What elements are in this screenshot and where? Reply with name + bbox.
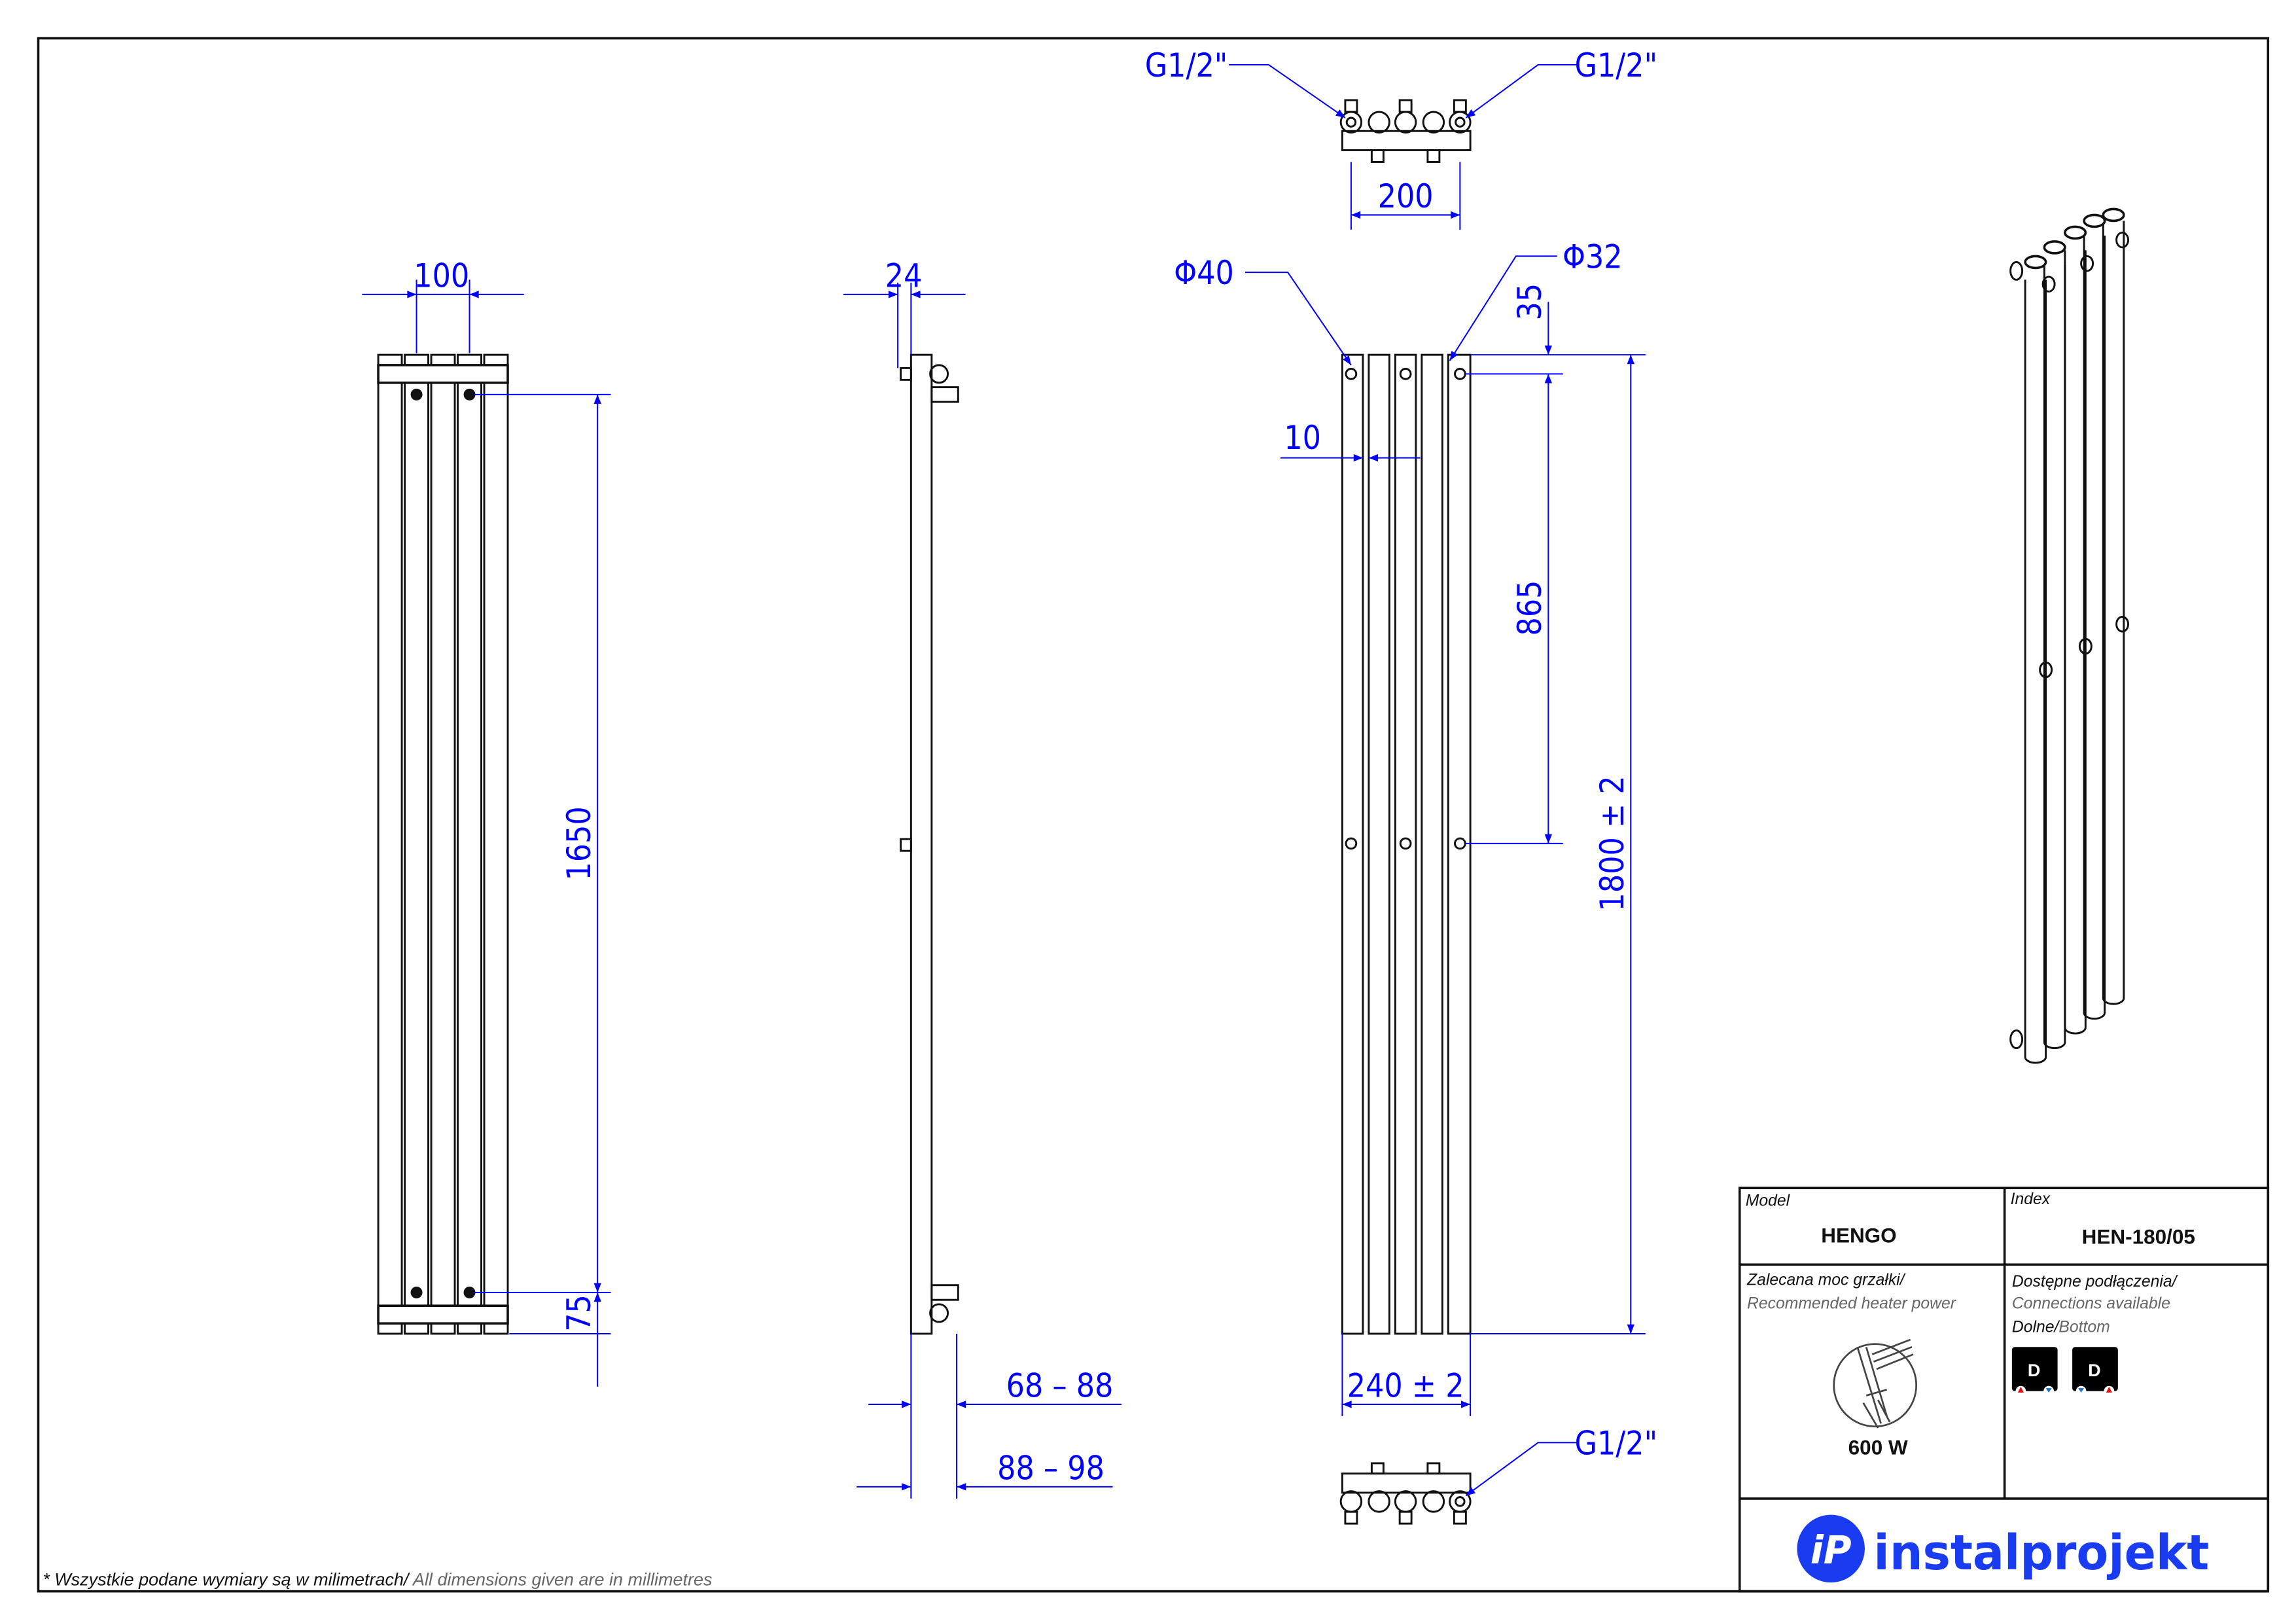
- model-label: Model: [1746, 1192, 1791, 1209]
- model-value: HENGO: [1821, 1223, 1896, 1247]
- bottom-view: G1/2": [1339, 1424, 1658, 1525]
- drawing-frame: [37, 37, 2270, 1593]
- dim-top-connection-right: G1/2": [1575, 46, 1658, 84]
- connections-label-en: Connections available: [2012, 1295, 2170, 1313]
- heater-icon: [1833, 1338, 1918, 1429]
- dim-front-bottom: 75: [560, 1294, 598, 1332]
- connections-label-pl: Dostępne podłączenia/: [2012, 1273, 2178, 1291]
- dim-top-spacing: 200: [1378, 177, 1434, 215]
- front-view: 100 1650 75: [362, 257, 611, 1387]
- dim-width: 240 ± 2: [1347, 1367, 1464, 1405]
- svg-text:instalprojekt: instalprojekt: [1873, 1524, 2209, 1581]
- dim-gap: 10: [1284, 419, 1321, 457]
- dim-top-offset: 35: [1511, 283, 1549, 321]
- connection-badge-1: D: [2011, 1347, 2058, 1397]
- dim-mid-spacing: 865: [1511, 580, 1549, 636]
- dim-tube-inner: Φ32: [1563, 238, 1623, 276]
- dim-side-wall-2: 88 – 98: [997, 1450, 1104, 1488]
- heater-label-pl: Zalecana moc grzałki/: [1746, 1272, 1906, 1289]
- index-label: Index: [2011, 1190, 2051, 1208]
- instalprojekt-logo: iP instalprojekt: [1797, 1514, 2209, 1583]
- connections-type: Dolne/Bottom: [2012, 1319, 2110, 1336]
- dim-front-axis: 1650: [560, 806, 598, 880]
- top-view: 200 G1/2" G1/2": [1145, 46, 1657, 230]
- svg-text:iP: iP: [1810, 1528, 1852, 1573]
- connection-badge-2: D: [2072, 1347, 2118, 1397]
- heater-value: 600 W: [1848, 1435, 1908, 1459]
- dim-side-depth: 24: [885, 257, 923, 295]
- dim-side-wall-1: 68 – 88: [1006, 1367, 1114, 1405]
- svg-text:D: D: [2028, 1361, 2041, 1380]
- side-view: 24 68 – 88 88 – 98: [843, 257, 1122, 1499]
- title-block: Model HENGO Index HEN-180/05 Zalecana mo…: [1738, 1186, 2270, 1593]
- dim-tube-outer: Φ40: [1174, 254, 1234, 292]
- dim-front-width: 100: [414, 257, 469, 295]
- rear-view: Φ40 Φ32 35 865 1800 ± 2 10 240 ± 2: [1174, 238, 1646, 1416]
- dim-bottom-connection: G1/2": [1575, 1424, 1658, 1462]
- isometric-view: [2009, 207, 2130, 1064]
- svg-text:D: D: [2088, 1361, 2101, 1380]
- dim-top-connection-left: G1/2": [1145, 46, 1228, 84]
- footnote: * Wszystkie podane wymiary są w milimetr…: [43, 1570, 712, 1590]
- dim-height: 1800 ± 2: [1593, 776, 1631, 911]
- heater-label-en: Recommended heater power: [1747, 1295, 1957, 1313]
- index-value: HEN-180/05: [2082, 1225, 2195, 1249]
